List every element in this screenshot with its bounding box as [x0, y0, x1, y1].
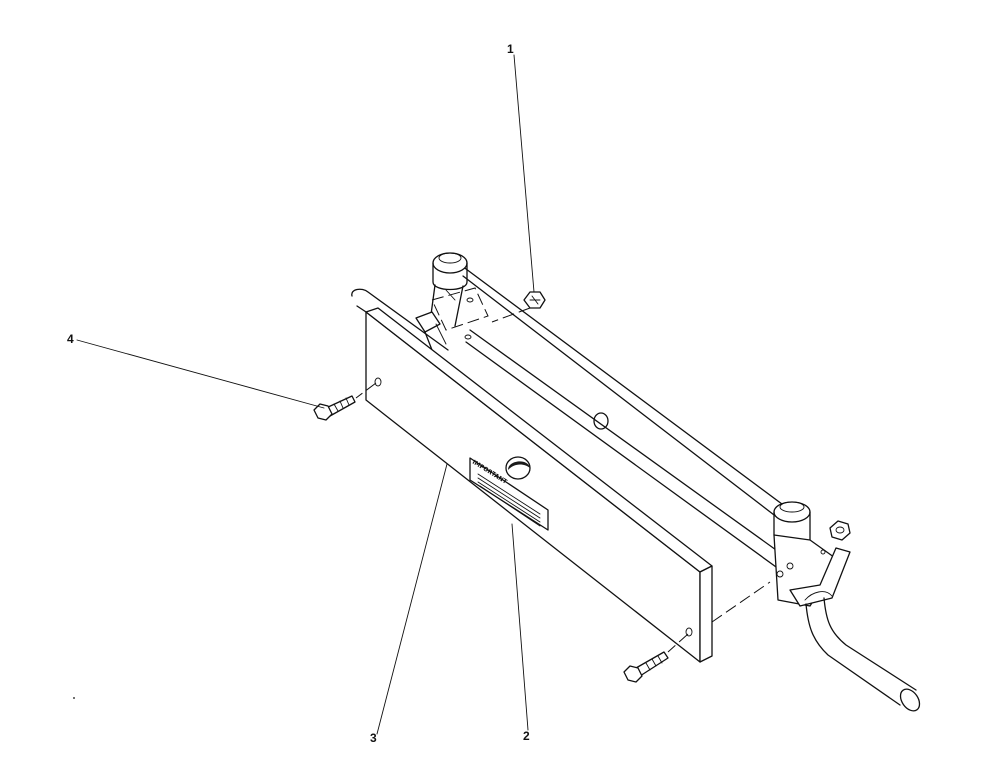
- tube-hole: [593, 412, 609, 430]
- callout-3: 3: [370, 731, 377, 745]
- assembly-lines: [355, 307, 771, 653]
- panel-hole-left: [374, 377, 382, 387]
- part-1-nut: [523, 291, 546, 309]
- leader-2: [511, 523, 529, 731]
- part-4-bolt-upper: [313, 395, 356, 421]
- panel-hole-right: [685, 627, 693, 637]
- right-bracket: [773, 501, 921, 712]
- tube-frame: [351, 262, 791, 573]
- part-4-bolt-lower: [623, 651, 669, 683]
- leader-3: [376, 463, 448, 735]
- left-bracket: [415, 252, 489, 351]
- leader-lines: [76, 54, 535, 735]
- scan-speck: [73, 697, 75, 699]
- leader-1: [513, 54, 535, 293]
- callout-1: 1: [507, 42, 514, 56]
- decal-text-lines: [477, 473, 541, 527]
- callout-4: 4: [67, 332, 74, 346]
- callout-2: 2: [523, 729, 530, 743]
- leader-4: [76, 339, 325, 409]
- part-3-panel: [365, 307, 713, 663]
